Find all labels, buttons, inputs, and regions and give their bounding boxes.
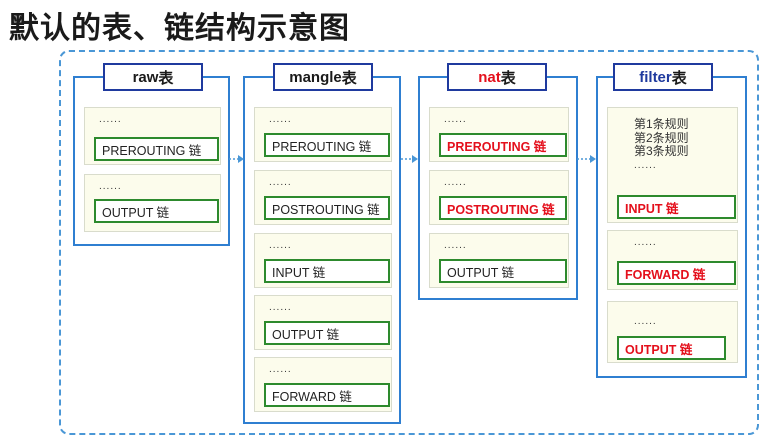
filter-table-panel: 第1条规则 第2条规则 第3条规则 ...... INPUT 链 ...... … — [596, 76, 747, 378]
chain-forward: FORWARD 链 — [617, 261, 736, 285]
chain-output: OUTPUT 链 — [439, 259, 567, 283]
ellipsis: ...... — [444, 177, 467, 188]
ellipsis: ...... — [444, 114, 467, 125]
ellipsis: ...... — [444, 240, 467, 251]
rule-item: 第3条规则 — [634, 144, 689, 158]
filter-chain-card-forward: ...... FORWARD 链 — [607, 230, 738, 290]
filter-chain-card-input: 第1条规则 第2条规则 第3条规则 ...... INPUT 链 — [607, 107, 738, 223]
mangle-chain-card-forward: ...... FORWARD 链 — [254, 357, 392, 412]
ellipsis: ...... — [634, 316, 657, 327]
ellipsis: ...... — [269, 114, 292, 125]
chain-input: INPUT 链 — [617, 195, 736, 219]
nat-chain-card-postrouting: ...... POSTROUTING 链 — [429, 170, 569, 225]
mangle-chain-card-input: ...... INPUT 链 — [254, 233, 392, 288]
diagram-title: 默认的表、链结构示意图 — [9, 11, 350, 46]
chain-postrouting: POSTROUTING 链 — [264, 196, 390, 220]
rule-item: 第1条规则 — [634, 117, 689, 131]
chain-prerouting: PREROUTING 链 — [439, 133, 567, 157]
rule-list: 第1条规则 第2条规则 第3条规则 ...... — [634, 117, 689, 172]
raw-chain-card-output: ...... OUTPUT 链 — [84, 174, 221, 232]
raw-table-panel: ...... PREROUTING 链 ...... OUTPUT 链 — [73, 76, 230, 246]
mangle-chain-card-postrouting: ...... POSTROUTING 链 — [254, 170, 392, 225]
chain-prerouting: PREROUTING 链 — [94, 137, 219, 161]
ellipsis: ...... — [634, 159, 657, 171]
arrow-mangle-to-nat-icon — [401, 155, 418, 163]
chain-input: INPUT 链 — [264, 259, 390, 283]
ellipsis: ...... — [269, 302, 292, 313]
ellipsis: ...... — [269, 364, 292, 375]
rule-item: 第2条规则 — [634, 130, 689, 145]
ellipsis: ...... — [269, 240, 292, 251]
nat-table-panel: ...... PREROUTING 链 ...... POSTROUTING 链… — [418, 76, 578, 300]
ellipsis: ...... — [269, 177, 292, 188]
raw-chain-card-prerouting: ...... PREROUTING 链 — [84, 107, 221, 165]
chain-output: OUTPUT 链 — [94, 199, 219, 223]
filter-chain-card-output: ...... OUTPUT 链 — [607, 301, 738, 363]
filter-table-header: filter 表 — [613, 63, 713, 91]
chain-output: OUTPUT 链 — [617, 336, 726, 360]
arrow-raw-to-mangle-icon — [229, 155, 244, 163]
arrow-nat-to-filter-icon — [577, 155, 596, 163]
mangle-chain-card-output: ...... OUTPUT 链 — [254, 295, 392, 350]
nat-table-header: nat 表 — [447, 63, 547, 91]
chain-postrouting: POSTROUTING 链 — [439, 196, 567, 220]
ellipsis: ...... — [634, 237, 657, 248]
nat-chain-card-prerouting: ...... PREROUTING 链 — [429, 107, 569, 162]
outer-dashed-frame — [59, 50, 759, 435]
mangle-chain-card-prerouting: ...... PREROUTING 链 — [254, 107, 392, 162]
chain-output: OUTPUT 链 — [264, 321, 390, 345]
nat-chain-card-output: ...... OUTPUT 链 — [429, 233, 569, 288]
mangle-table-header: mangle 表 — [273, 63, 373, 91]
ellipsis: ...... — [99, 114, 122, 125]
mangle-table-panel: ...... PREROUTING 链 ...... POSTROUTING 链… — [243, 76, 401, 424]
chain-prerouting: PREROUTING 链 — [264, 133, 390, 157]
ellipsis: ...... — [99, 181, 122, 192]
raw-table-header: raw 表 — [103, 63, 203, 91]
chain-forward: FORWARD 链 — [264, 383, 390, 407]
